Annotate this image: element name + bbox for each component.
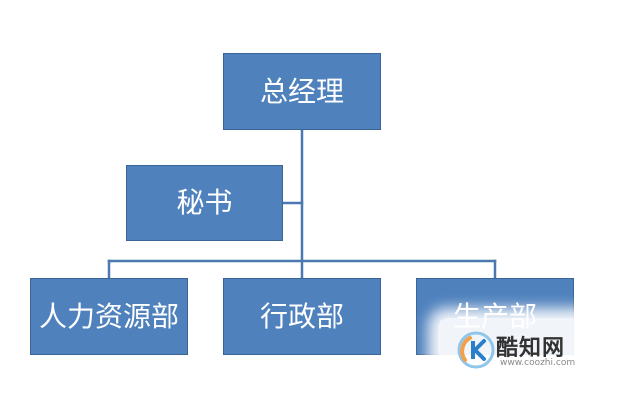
watermark-url: www.coozhi.com bbox=[500, 358, 576, 368]
node-hr-department: 人力资源部 bbox=[30, 278, 188, 355]
coozhi-logo-icon bbox=[457, 331, 495, 369]
node-general-manager: 总经理 bbox=[223, 53, 381, 130]
watermark-name: 酷知网 bbox=[496, 336, 566, 361]
watermark: 酷知网 www.coozhi.com bbox=[438, 318, 608, 382]
node-admin-department: 行政部 bbox=[223, 278, 381, 355]
node-secretary: 秘书 bbox=[126, 165, 283, 241]
